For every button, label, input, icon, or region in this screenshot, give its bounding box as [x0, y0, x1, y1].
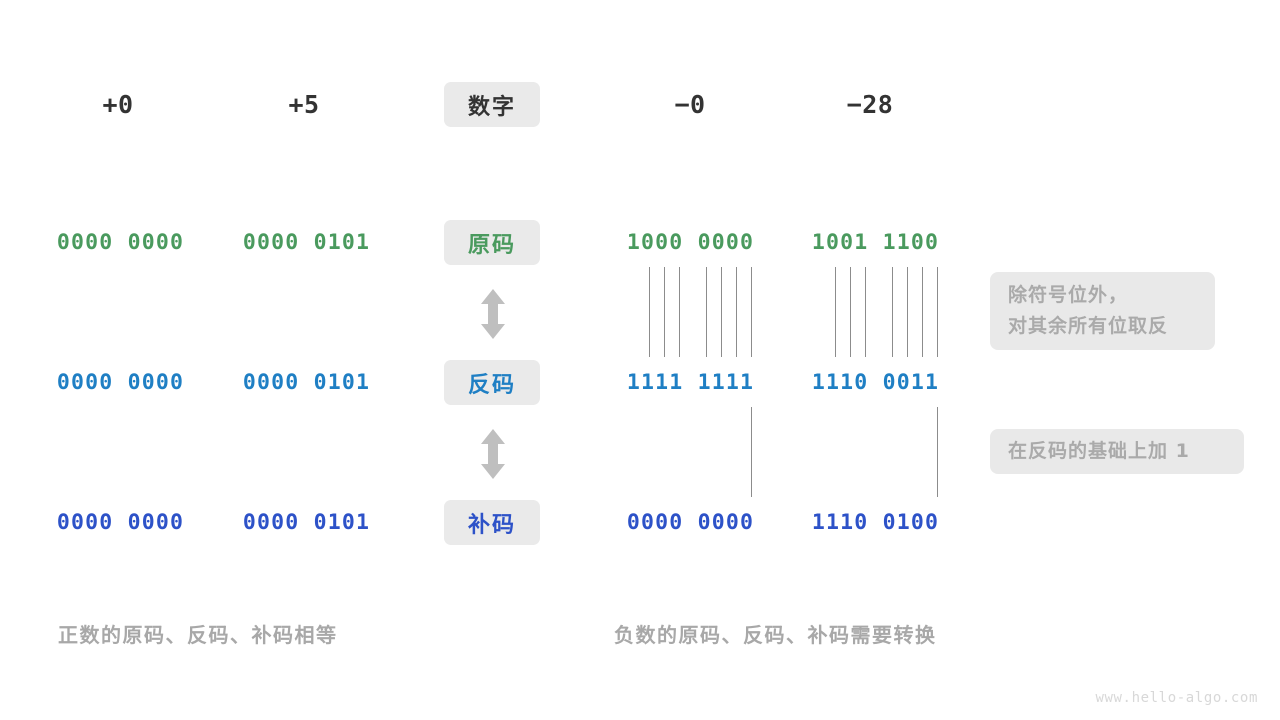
connector-line: [721, 267, 723, 357]
connector-line: [751, 407, 753, 497]
caption-positive-numbers: 正数的原码、反码、补码相等: [58, 623, 338, 647]
column-header-plus-zero: +0: [102, 89, 134, 119]
connector-line: [850, 267, 852, 357]
row-label-sign-magnitude: 原码: [444, 220, 540, 265]
connector-line: [649, 267, 651, 357]
bits-sign-magnitude-minus-twentyeight: 1001 1100: [811, 229, 940, 255]
connector-line: [751, 267, 753, 357]
bits-ones-complement-plus-five: 0000 0101: [242, 369, 371, 395]
bits-twos-complement-plus-zero: 0000 0000: [56, 509, 185, 535]
bits-ones-complement-minus-zero: 1111 1111: [626, 369, 755, 395]
arrow-ones-to-twos-icon: [478, 428, 508, 480]
connector-line: [922, 267, 924, 357]
connector-line: [664, 267, 666, 357]
note-invert-line-2: 对其余所有位取反: [1008, 315, 1169, 337]
column-header-minus-twentyeight: −28: [846, 89, 894, 119]
bits-sign-magnitude-plus-five: 0000 0101: [242, 229, 371, 255]
connector-line: [865, 267, 867, 357]
connector-line: [907, 267, 909, 357]
bits-ones-complement-plus-zero: 0000 0000: [56, 369, 185, 395]
bits-twos-complement-plus-five: 0000 0101: [242, 509, 371, 535]
note-add-one: 在反码的基础上加 1: [990, 429, 1244, 474]
bits-ones-complement-minus-twentyeight: 1110 0011: [811, 369, 940, 395]
note-invert-line-1: 除符号位外，: [1008, 284, 1129, 306]
connector-line: [892, 267, 894, 357]
note-invert-bits: 除符号位外， 对其余所有位取反: [990, 272, 1215, 350]
connector-line: [736, 267, 738, 357]
connector-line: [706, 267, 708, 357]
column-header-plus-five: +5: [288, 89, 320, 119]
watermark: www.hello-algo.com: [1095, 690, 1258, 706]
bits-twos-complement-minus-twentyeight: 1110 0100: [811, 509, 940, 535]
connector-line: [835, 267, 837, 357]
caption-negative-numbers: 负数的原码、反码、补码需要转换: [614, 623, 937, 647]
connector-line: [937, 267, 939, 357]
bits-twos-complement-minus-zero: 0000 0000: [626, 509, 755, 535]
bits-sign-magnitude-minus-zero: 1000 0000: [626, 229, 755, 255]
connector-line: [937, 407, 939, 497]
row-label-ones-complement: 反码: [444, 360, 540, 405]
column-header-minus-zero: −0: [674, 89, 706, 119]
row-label-number: 数字: [444, 82, 540, 127]
bits-sign-magnitude-plus-zero: 0000 0000: [56, 229, 185, 255]
arrow-sign-to-ones-icon: [478, 288, 508, 340]
row-label-twos-complement: 补码: [444, 500, 540, 545]
note-add-one-line-1: 在反码的基础上加 1: [1008, 440, 1190, 462]
connector-line: [679, 267, 681, 357]
